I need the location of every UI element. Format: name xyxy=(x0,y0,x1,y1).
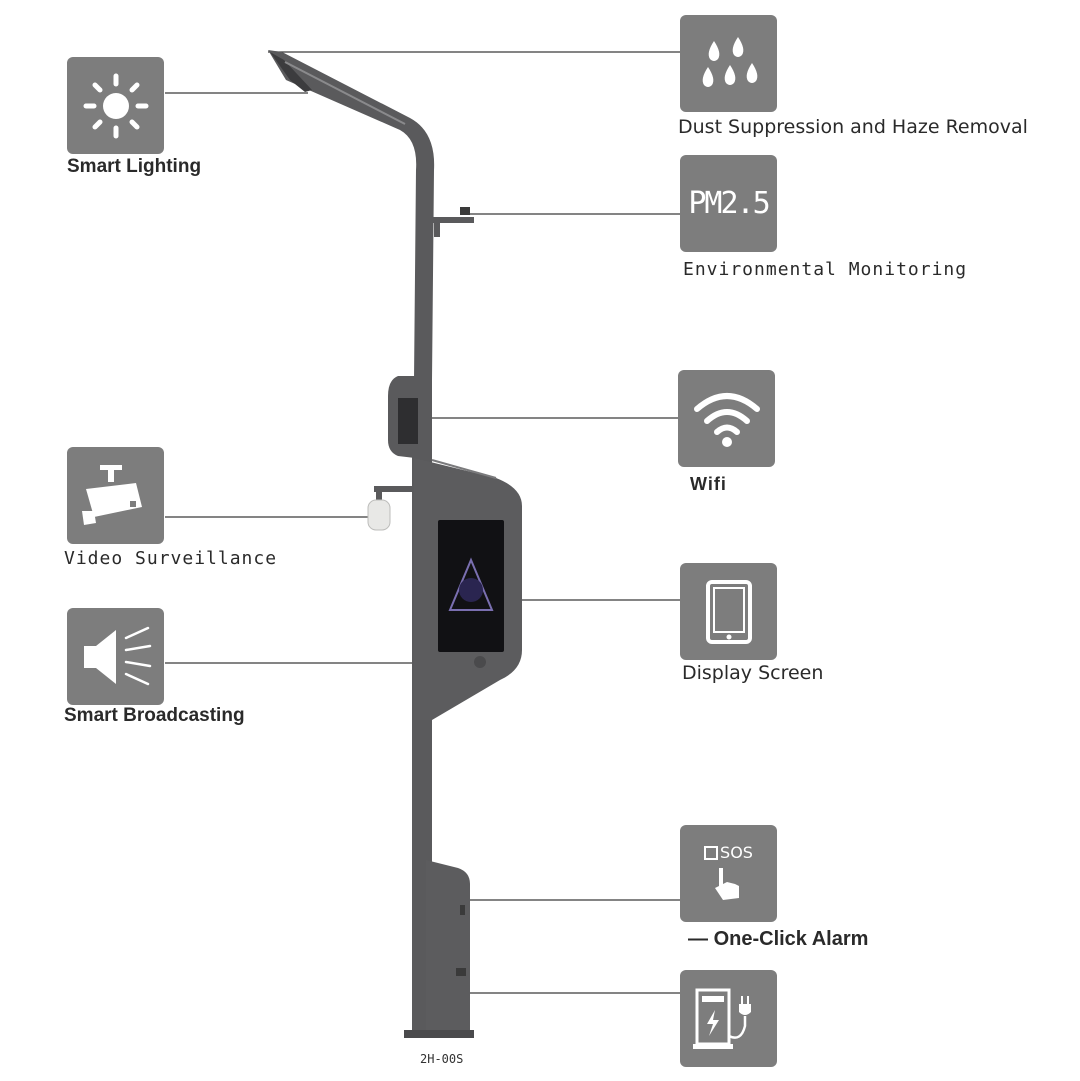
env-sensor xyxy=(460,207,470,215)
smart-lighting-tile xyxy=(67,57,164,154)
pole-model-label: 2H-00S xyxy=(420,1052,464,1066)
dust-suppression-label: Dust Suppression and Haze Removal xyxy=(678,116,1028,138)
dust-suppression-tile xyxy=(680,15,777,112)
smart-broadcasting-tile xyxy=(67,608,164,705)
one-click-alarm-label: — One-Click Alarm xyxy=(688,928,869,950)
display-screen-tile xyxy=(680,563,777,660)
lamp-head xyxy=(270,52,312,92)
sensor-bracket xyxy=(432,217,474,223)
smart-broadcasting-label: Smart Broadcasting xyxy=(64,705,245,726)
lamp-arm xyxy=(268,50,435,380)
tablet-icon xyxy=(705,579,752,644)
wifi-label: Wifi xyxy=(690,474,727,494)
video-surveillance-label: Video Surveillance xyxy=(64,548,278,569)
button-square-icon xyxy=(704,845,719,860)
wifi-icon xyxy=(693,392,760,447)
camera-bracket xyxy=(374,486,414,492)
hand-press-icon xyxy=(714,868,739,900)
sun-icon xyxy=(83,73,148,138)
environmental-monitoring-tile: PM2.5 xyxy=(680,155,777,252)
video-surveillance-tile xyxy=(67,447,164,544)
smart-lighting-label: Smart Lighting xyxy=(67,156,202,177)
leader-lines xyxy=(165,51,680,994)
ev-charger-icon xyxy=(692,988,751,1049)
one-click-alarm-tile: SOS xyxy=(680,825,777,922)
sos-text: SOS xyxy=(720,843,753,862)
charging-tile xyxy=(680,970,777,1067)
water-drops-icon xyxy=(702,36,757,87)
lower-cabinet xyxy=(426,860,470,1036)
pole-base xyxy=(404,1030,474,1038)
pm25-icon: PM2.5 xyxy=(688,186,770,221)
wifi-tile xyxy=(678,370,775,467)
speaker-icon xyxy=(83,626,151,685)
sos-button-icon: SOS xyxy=(704,843,753,862)
display-screen-label: Display Screen xyxy=(682,662,824,684)
dome-camera xyxy=(367,499,391,531)
cctv-camera-icon xyxy=(81,464,142,525)
one-click-alarm-text: One-Click Alarm xyxy=(713,928,869,950)
environmental-monitoring-label: Environmental Monitoring xyxy=(683,259,968,280)
